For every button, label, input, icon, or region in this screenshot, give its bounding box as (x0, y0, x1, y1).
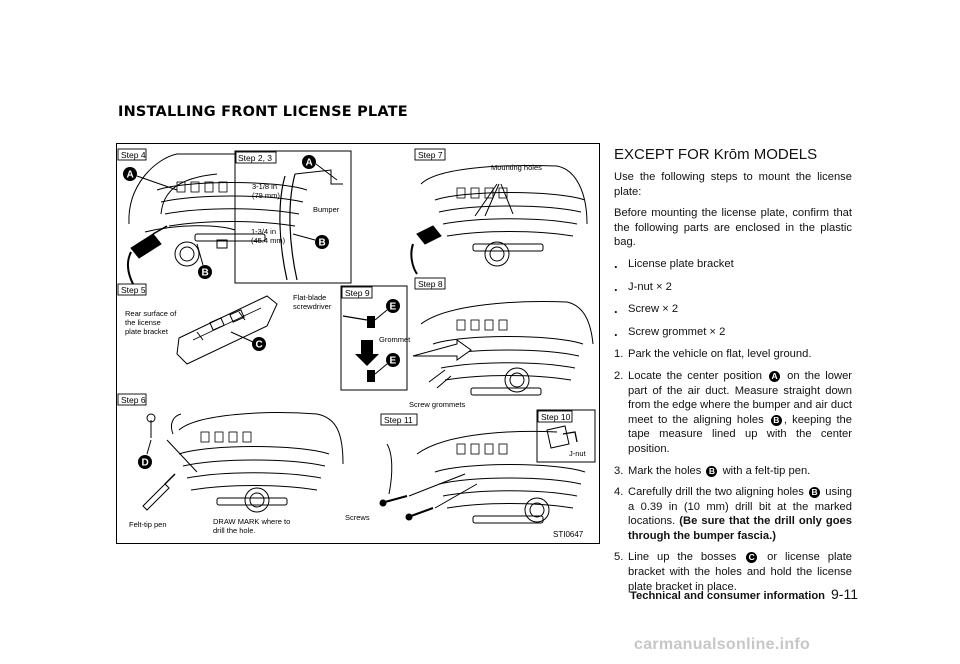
step-5: 5. Line up the bosses C or license plate… (614, 550, 852, 594)
rear-surface-line1: Rear surface of (125, 309, 177, 318)
bullet-text: J-nut × 2 (628, 280, 672, 293)
list-item: .J-nut × 2 (614, 278, 672, 294)
footer-section: Technical and consumer information (630, 590, 826, 602)
watermark: carmanualsonline.info (634, 636, 811, 653)
step-1: 1. Park the vehicle on flat, level groun… (614, 347, 852, 362)
step-3: 3. Mark the holes B with a felt-tip pen. (614, 464, 852, 479)
bumper-label: Bumper (313, 205, 340, 214)
list-item: .Screw × 2 (614, 301, 679, 317)
step-4: 4. Carefully drill the two aligning hole… (614, 485, 852, 543)
step-text: Line up the bosses C or license plate br… (628, 551, 853, 593)
step4-illustration (126, 153, 308, 285)
bullet-text: License plate bracket (628, 257, 734, 270)
rear-surface-line3: plate bracket (125, 327, 169, 336)
drill-warning: (Be sure that the drill only goes throug… (628, 515, 853, 542)
bullet-text: Screw × 2 (628, 303, 679, 316)
step11-label: Step 11 (384, 415, 413, 425)
callout-b-icon: B (809, 487, 821, 499)
felt-tip-pen-label: Felt-tip pen (129, 520, 167, 529)
installation-illustration: Step 4 A B Step 2, 3 A B 3-1/8 in (79 mm… (117, 148, 596, 539)
bullet-text: Screw grommet × 2 (628, 325, 726, 338)
draw-mark-line1: DRAW MARK where to (213, 517, 290, 526)
draw-mark-line2: drill the hole. (213, 526, 256, 535)
callout-b-icon: B (770, 414, 782, 426)
flat-blade-line1: Flat-blade (293, 293, 326, 302)
grommet-label: Grommet (379, 335, 411, 344)
step4-tag (117, 148, 147, 161)
callout-a-step2: A (306, 158, 313, 169)
step7-label: Step 7 (418, 150, 443, 160)
page-footer: Technical and consumer information 9-11 (612, 586, 858, 602)
callout-c-icon: C (746, 552, 758, 564)
j-nut-label: J-nut (569, 449, 587, 458)
step7-illustration (410, 165, 588, 275)
callout-a-icon: A (769, 370, 781, 382)
step2-3-box (234, 150, 352, 284)
step5-label: Step 5 (121, 285, 146, 295)
step-number: 2. (614, 369, 624, 382)
step6-illustration (142, 412, 393, 513)
step-text: Locate the center position A on the lowe… (628, 369, 853, 455)
screws-label: Screws (345, 513, 370, 522)
figure-code: STI0647 (553, 530, 584, 539)
screw-grommets-label: Screw grommets (409, 400, 466, 409)
step-number: 5. (614, 551, 624, 564)
step-number: 4. (614, 486, 624, 499)
callout-d: D (142, 458, 149, 469)
models-heading: EXCEPT FOR Krōm MODELS (614, 146, 818, 163)
step10-box (536, 409, 596, 463)
step-text: Carefully drill the two aligning holes B… (628, 486, 853, 542)
step4-label: Step 4 (121, 150, 146, 160)
mounting-holes-label: Mounting holes (491, 163, 542, 172)
step-number: 3. (614, 464, 624, 477)
step-number: 1. (614, 348, 624, 361)
list-item: .Screw grommet × 2 (614, 323, 726, 339)
section-title: INSTALLING FRONT LICENSE PLATE (118, 104, 408, 120)
intro-paragraph-1: Use the following steps to mount the lic… (614, 171, 852, 198)
step-text: Park the vehicle on flat, level ground. (628, 348, 812, 361)
callout-b-step2: B (319, 238, 326, 249)
rear-surface-line2: the license (125, 318, 161, 327)
callout-b-step4: B (202, 268, 209, 279)
step8-illustration (412, 301, 594, 396)
callout-c: C (256, 340, 263, 351)
step9-box (340, 285, 408, 391)
flat-blade-line2: screwdriver (293, 302, 332, 311)
callout-e-lower: E (390, 356, 397, 367)
dim1-line2: (79 mm) (252, 191, 280, 200)
step11-illustration (379, 430, 586, 524)
step9-label: Step 9 (345, 288, 370, 298)
dim1-line1: 3-1/8 in (252, 182, 277, 191)
callout-b-icon: B (706, 465, 718, 477)
list-item: .License plate bracket (614, 255, 734, 271)
step6-label: Step 6 (121, 395, 146, 405)
bracket-illustration (176, 295, 278, 365)
page-number: 9-11 (831, 586, 858, 602)
callout-e-upper: E (390, 302, 397, 313)
step8-label: Step 8 (418, 279, 443, 289)
callout-a-step4: A (127, 170, 134, 181)
step-2: 2. Locate the center position A on the l… (614, 369, 852, 457)
step2-3-label: Step 2, 3 (238, 153, 272, 163)
step10-label: Step 10 (541, 412, 571, 422)
installation-figure: Step 4 A B Step 2, 3 A B 3-1/8 in (79 mm… (116, 143, 600, 544)
step-text: Mark the holes B with a felt-tip pen. (628, 464, 811, 477)
instructions-column: EXCEPT FOR Krōm MODELS Use the following… (614, 146, 852, 601)
dim2-line2: (45.4 mm) (251, 236, 286, 245)
intro-paragraph-2: Before mounting the license plate, confi… (614, 207, 852, 249)
dim2-line1: 1-3/4 in (251, 227, 276, 236)
